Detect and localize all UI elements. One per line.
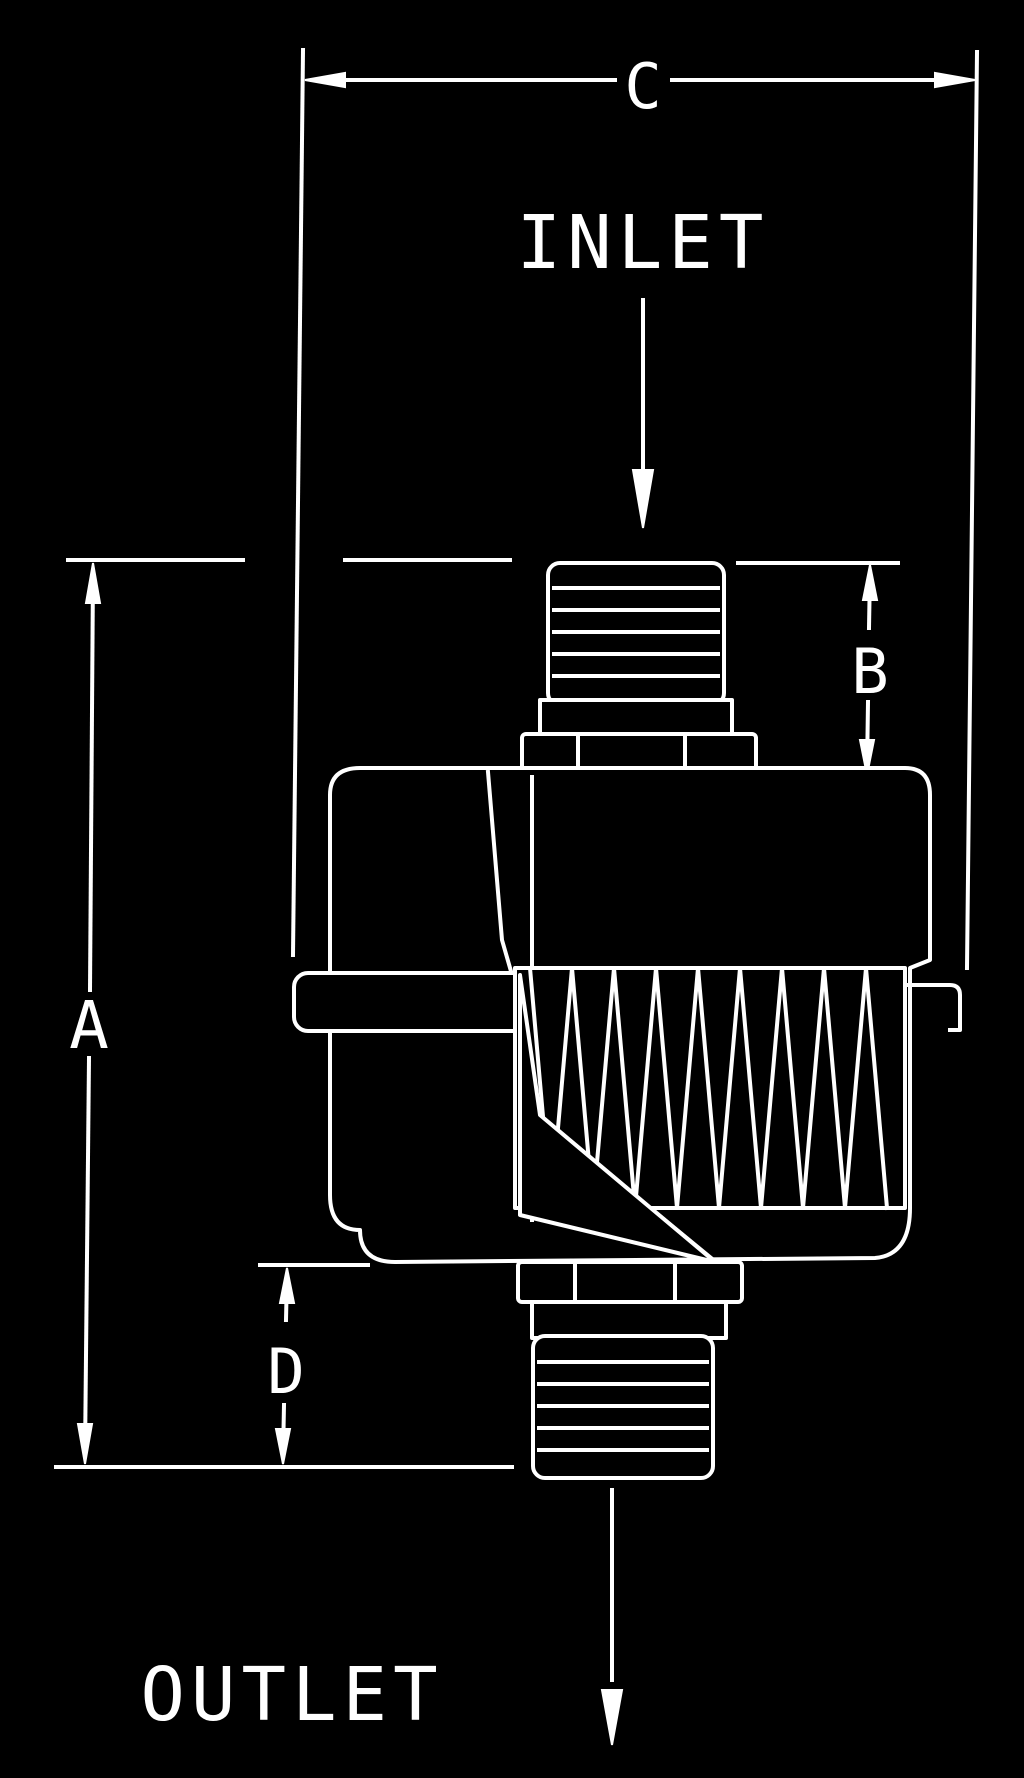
dimension-d: D: [258, 1263, 370, 1465]
dimension-c: C: [290, 47, 980, 971]
inlet-indicator: INLET: [517, 200, 770, 529]
arrowhead-b-bottom: [858, 739, 876, 776]
outlet-collar: [530, 1300, 728, 1340]
outlet-indicator: OUTLET: [140, 1488, 624, 1746]
dimension-a: A: [54, 558, 514, 1469]
dimension-label-b: B: [851, 635, 888, 708]
arrowhead-b-top: [861, 564, 879, 601]
side-hook: [906, 983, 962, 1032]
extension-line-c-right: [964, 49, 980, 971]
dimension-b: B: [343, 558, 900, 776]
arrowhead-c-left: [304, 71, 346, 89]
arrowhead-d-top: [278, 1267, 296, 1304]
inlet-label: INLET: [517, 200, 770, 286]
outlet-arrowhead: [600, 1689, 624, 1746]
arrowhead-a-bottom: [76, 1423, 94, 1465]
inlet-arrowhead: [631, 469, 655, 529]
dimension-label-c: C: [624, 50, 661, 123]
dimension-label-a: A: [69, 987, 109, 1064]
housing-flange-band: [292, 971, 546, 1033]
valve-body: [292, 561, 962, 1480]
arrowhead-d-bottom: [274, 1428, 292, 1465]
outlet-hex-nut: [516, 1260, 744, 1304]
dimension-label-d: D: [267, 1335, 304, 1408]
dimension-line-a-lower: [82, 1055, 92, 1458]
arrowhead-a-top: [84, 562, 102, 604]
arrowhead-c-right: [934, 71, 976, 89]
outlet-label: OUTLET: [140, 1652, 443, 1738]
dimension-line-a-upper: [87, 569, 96, 993]
extension-line-c-left: [290, 47, 306, 958]
inlet-collar: [538, 698, 734, 736]
